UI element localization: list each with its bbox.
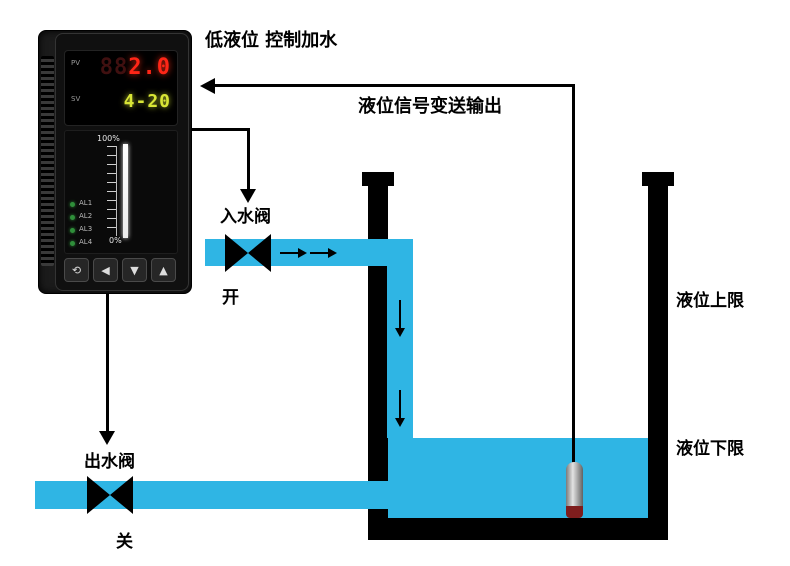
- inlet-valve-state-label: 开: [222, 288, 239, 308]
- level-probe-tip: [566, 506, 583, 518]
- alarm-label-1: AL1: [79, 199, 93, 207]
- inlet-control-line-vertical: [247, 128, 250, 190]
- inlet-control-arrowhead-icon: [240, 189, 256, 203]
- alarm-label-3: AL3: [79, 225, 93, 233]
- sv-value: 4-20: [123, 91, 171, 112]
- inlet-valve-label: 入水阀: [220, 207, 271, 227]
- outlet-control-arrowhead-icon: [99, 431, 115, 445]
- inlet-valve: [225, 234, 271, 272]
- tank-right-wall: [648, 172, 668, 540]
- up-button: ▲: [151, 258, 176, 282]
- signal-line-horizontal: [214, 84, 574, 87]
- level-upper-marker: [652, 288, 666, 301]
- tank-right-wall-cap: [642, 172, 674, 186]
- level-upper-label: 液位上限: [676, 291, 744, 311]
- outlet-valve-right-triangle: [110, 476, 133, 514]
- outlet-valve-left-triangle: [87, 476, 110, 514]
- tank-bottom: [368, 518, 668, 540]
- level-controller-instrument: PV 882.0 SV 4-20 100% 0% AL1 AL2 AL3 AL: [38, 30, 192, 294]
- outlet-valve-state-label: 关: [116, 532, 133, 552]
- pv-row: PV 882.0: [71, 55, 171, 85]
- level-lower-label: 液位下限: [676, 439, 744, 459]
- sensor-cable: [572, 84, 575, 464]
- outlet-control-line-vertical: [106, 292, 109, 432]
- pv-label: PV: [71, 59, 81, 67]
- alarm-row-4: AL4: [70, 238, 110, 250]
- signal-arrowhead-left-icon: [200, 78, 215, 94]
- instrument-bargraph: 100% 0% AL1 AL2 AL3 AL4: [64, 130, 178, 254]
- tank-left-wall-cap: [362, 172, 394, 186]
- alarm-led-icon: [70, 228, 75, 233]
- inlet-control-line-horizontal: [186, 128, 250, 131]
- shift-left-button: ◀: [93, 258, 118, 282]
- alarm-row-3: AL3: [70, 225, 110, 237]
- flow-arrow-down-2: [394, 390, 406, 428]
- alarm-row-2: AL2: [70, 212, 110, 224]
- instrument-display: PV 882.0 SV 4-20: [64, 50, 178, 126]
- alarm-label-4: AL4: [79, 238, 93, 246]
- flow-arrow-right-1: [280, 247, 307, 259]
- tank-water: [388, 438, 648, 518]
- down-button: ▼: [122, 258, 147, 282]
- bargraph-scale-top: 100%: [97, 134, 120, 143]
- outlet-valve: [87, 476, 133, 514]
- inlet-valve-left-triangle: [225, 234, 248, 272]
- alarm-label-2: AL2: [79, 212, 93, 220]
- sv-label: SV: [71, 95, 81, 103]
- sv-row: SV 4-20: [71, 91, 171, 117]
- alarm-row-1: AL1: [70, 199, 110, 211]
- level-lower-marker: [652, 436, 666, 449]
- alarm-led-icon: [70, 215, 75, 220]
- bargraph-scale-bottom: 0%: [109, 236, 122, 245]
- bargraph-bar: [123, 144, 128, 238]
- outlet-valve-label: 出水阀: [84, 452, 135, 472]
- alarm-led-icon: [70, 202, 75, 207]
- alarm-led-icon: [70, 241, 75, 246]
- bargraph-ruler: [107, 146, 117, 236]
- flow-arrow-right-2: [310, 247, 337, 259]
- instrument-side-vents: [41, 56, 54, 266]
- pv-value: 2.0: [128, 55, 171, 80]
- signal-output-label: 液位信号变送输出: [358, 96, 502, 117]
- pv-ghost-digits: 88: [99, 55, 129, 80]
- inlet-valve-right-triangle: [248, 234, 271, 272]
- instrument-front-panel: PV 882.0 SV 4-20 100% 0% AL1 AL2 AL3 AL: [55, 33, 189, 291]
- top-caption: 低液位 控制加水: [205, 30, 338, 51]
- instrument-buttons: ⟲ ◀ ▼ ▲: [64, 258, 176, 282]
- flow-arrow-down-1: [394, 300, 406, 338]
- set-button: ⟲: [64, 258, 89, 282]
- level-probe-body: [566, 462, 583, 508]
